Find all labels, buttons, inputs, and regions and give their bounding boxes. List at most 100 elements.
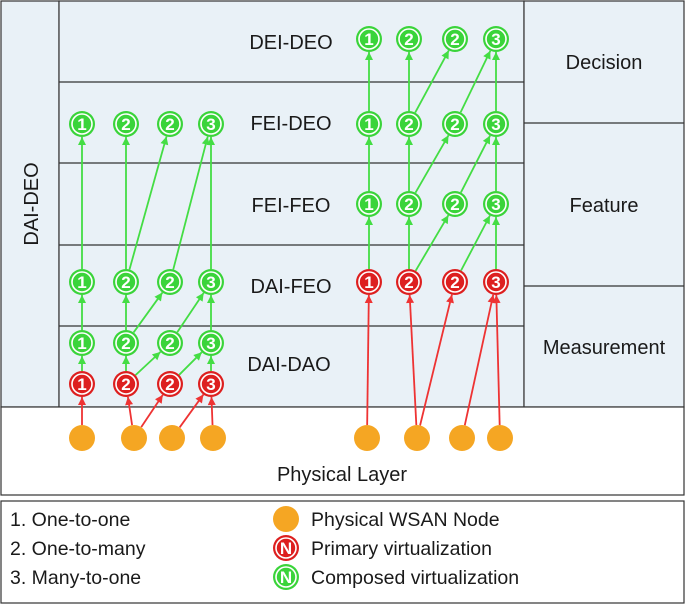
composed-node-eR1: 2 [396, 111, 422, 137]
node-circle-eR1 [396, 111, 422, 137]
node-circle-mL0 [69, 371, 95, 397]
composed-node-dL3: 3 [198, 330, 224, 356]
arrowhead-rR1-sR1 [405, 217, 413, 225]
arrowhead-mL1-dL1 [122, 356, 130, 364]
left-axis-band [0, 0, 60, 408]
composed-node-fL1: 2 [113, 269, 139, 295]
legend-composed-label: Composed virtualization [311, 567, 519, 589]
arrowhead-pL1-mL1 [125, 396, 134, 406]
edge-fL1-tL2 [128, 136, 168, 270]
level-label-fei-deo: FEI-DEO [250, 113, 331, 135]
node-ring-eR2 [444, 113, 466, 135]
composed-node-tL1: 2 [113, 111, 139, 137]
edge-pR1-rR2 [419, 294, 453, 426]
composed-node-sR1: 2 [396, 191, 422, 217]
node-ring-eR1 [398, 113, 420, 135]
node-ring-tL1 [115, 113, 137, 135]
arrowhead-mL3-dL3 [207, 356, 215, 364]
node-ring-rR3 [485, 271, 507, 293]
composed-node-eR2: 2 [442, 111, 468, 137]
composed-node-kR3: 3 [483, 26, 509, 52]
physical-node-pR0 [354, 425, 380, 451]
physical-node-pL2 [159, 425, 185, 451]
arrowhead-eR1-kR2 [441, 50, 449, 60]
node-circle-sR0 [356, 191, 382, 217]
arrowhead-pL3-mL3 [207, 396, 216, 406]
primary-node-mL0: 1 [69, 371, 95, 397]
node-ring-mL2 [159, 373, 181, 395]
arrowhead-mL2-dL3 [193, 352, 202, 361]
node-ring-fL1 [115, 271, 137, 293]
node-number-tL2: 2 [165, 115, 174, 134]
arrowhead-pR1-rR1 [406, 294, 415, 304]
category-measurement: Measurement [543, 337, 666, 359]
arrowhead-pL2-mL3 [195, 394, 204, 404]
legend-item-many-to-one: 3. Many-to-one [10, 567, 141, 589]
node-circle-eR2 [442, 111, 468, 137]
category-decision: Decision [566, 52, 643, 74]
node-ring-dL1 [115, 332, 137, 354]
legend-physical-node-icon [273, 506, 299, 532]
node-ring-rR1 [398, 271, 420, 293]
arrowhead-rR2-sR3 [482, 215, 490, 225]
legend-primary-symbol: N [280, 539, 292, 558]
arrowhead-pL0-mL0 [78, 397, 86, 405]
primary-node-rR0: 1 [356, 269, 382, 295]
node-circle-tL1 [113, 111, 139, 137]
arrowhead-dL1-fL2 [154, 292, 163, 302]
arrowhead-sR1-eR1 [405, 137, 413, 145]
node-number-eR0: 1 [364, 115, 373, 134]
node-number-tL1: 2 [121, 115, 130, 134]
composed-node-kR1: 2 [396, 26, 422, 52]
node-ring-dL0 [71, 332, 93, 354]
node-circle-kR0 [356, 26, 382, 52]
node-number-mL0: 1 [77, 375, 86, 394]
node-circle-rR0 [356, 269, 382, 295]
node-circle-fL2 [157, 269, 183, 295]
node-ring-kR0 [358, 28, 380, 50]
node-ring-mL3 [200, 373, 222, 395]
primary-node-rR3: 3 [483, 269, 509, 295]
legend-physical-label: Physical WSAN Node [311, 509, 500, 531]
arrowhead-rR1-sR2 [440, 215, 449, 225]
node-circle-dL2 [157, 330, 183, 356]
node-circle-tL0 [69, 111, 95, 137]
node-number-mL2: 2 [165, 375, 174, 394]
node-ring-eR3 [485, 113, 507, 135]
node-number-kR1: 2 [404, 30, 413, 49]
node-ring-sR1 [398, 193, 420, 215]
edge-rR2-sR3 [460, 215, 491, 271]
legend-primary-label: Primary virtualization [311, 538, 492, 560]
arrowhead-rR3-sR3 [492, 217, 500, 225]
arrowhead-pR0-rR0 [364, 294, 373, 304]
primary-node-mL1: 2 [113, 371, 139, 397]
node-ring-tL3 [200, 113, 222, 135]
arrowhead-rR0-sR0 [365, 217, 373, 225]
node-circle-sR3 [483, 191, 509, 217]
node-ring-fL0 [71, 271, 93, 293]
node-ring-sR3 [485, 193, 507, 215]
arrowhead-mL1-dL2 [151, 351, 161, 361]
node-circle-sR1 [396, 191, 422, 217]
arrowhead-sR0-eR0 [365, 137, 373, 145]
composed-node-dL0: 1 [69, 330, 95, 356]
composed-node-tL2: 2 [157, 111, 183, 137]
composed-node-sR0: 1 [356, 191, 382, 217]
primary-node-rR2: 2 [442, 269, 468, 295]
node-ring-mL0 [71, 373, 93, 395]
node-circle-pL1 [121, 425, 147, 451]
physical-node-pL1 [121, 425, 147, 451]
composed-node-dL2: 2 [157, 330, 183, 356]
node-number-mL3: 3 [206, 375, 215, 394]
node-ring-dL3 [200, 332, 222, 354]
node-circle-eR0 [356, 111, 382, 137]
arrowhead-fL3-tL3 [207, 137, 215, 145]
arrowhead-pR3-rR3 [492, 294, 501, 304]
node-number-eR1: 2 [404, 115, 413, 134]
level-label-fei-feo: FEI-FEO [252, 195, 331, 217]
physical-layer-label: Physical Layer [277, 464, 407, 486]
node-number-sR0: 1 [364, 195, 373, 214]
node-circle-fL1 [113, 269, 139, 295]
arrowhead-fL1-tL1 [122, 137, 130, 145]
